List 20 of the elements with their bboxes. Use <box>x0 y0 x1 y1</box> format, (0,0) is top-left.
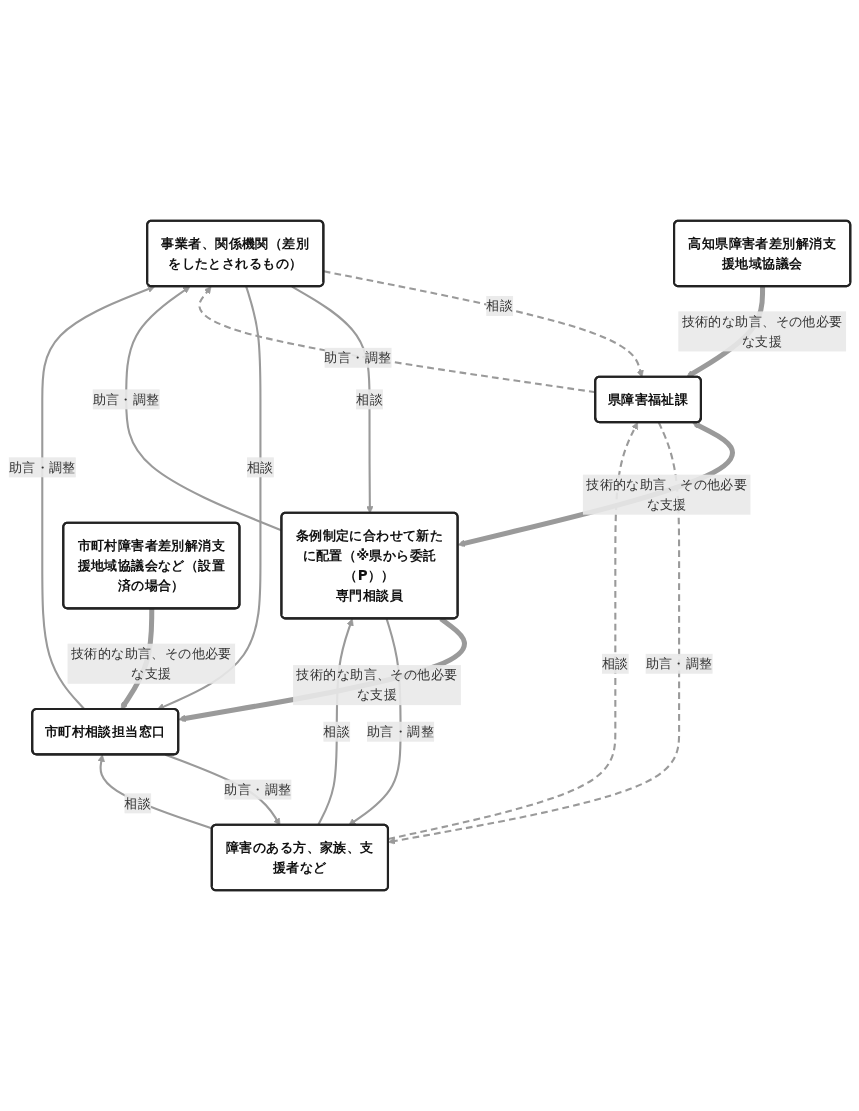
arrow <box>388 422 638 840</box>
edge-label: 相談 <box>247 459 274 475</box>
edge-label: 相談 <box>356 391 383 407</box>
edge-label: 助言・調整 <box>8 459 76 475</box>
edge-label: 技術的な助言、その他必要な支援 <box>586 476 748 513</box>
arrow <box>198 286 596 394</box>
arrow <box>97 754 213 830</box>
edge-label: 助言・調整 <box>224 781 292 798</box>
edge-label: 技術的な助言、その他必要な支援 <box>681 313 843 350</box>
edge-label: 相談 <box>601 655 629 672</box>
edge-label: 助言・調整 <box>645 655 713 672</box>
edge-label: 相談 <box>124 795 152 811</box>
edge-label: 助言・調整 <box>366 723 435 740</box>
edge-label: 助言・調整 <box>324 349 392 366</box>
edge-label: 技術的な助言、その他必要な支援 <box>70 645 232 682</box>
edge-label: 助言・調整 <box>92 391 160 407</box>
edge-label: 技術的な助言、その他必要な支援 <box>296 666 458 703</box>
edge-label: 相談 <box>486 297 514 314</box>
edge-label: 相談 <box>323 723 351 740</box>
arrow <box>388 422 681 845</box>
